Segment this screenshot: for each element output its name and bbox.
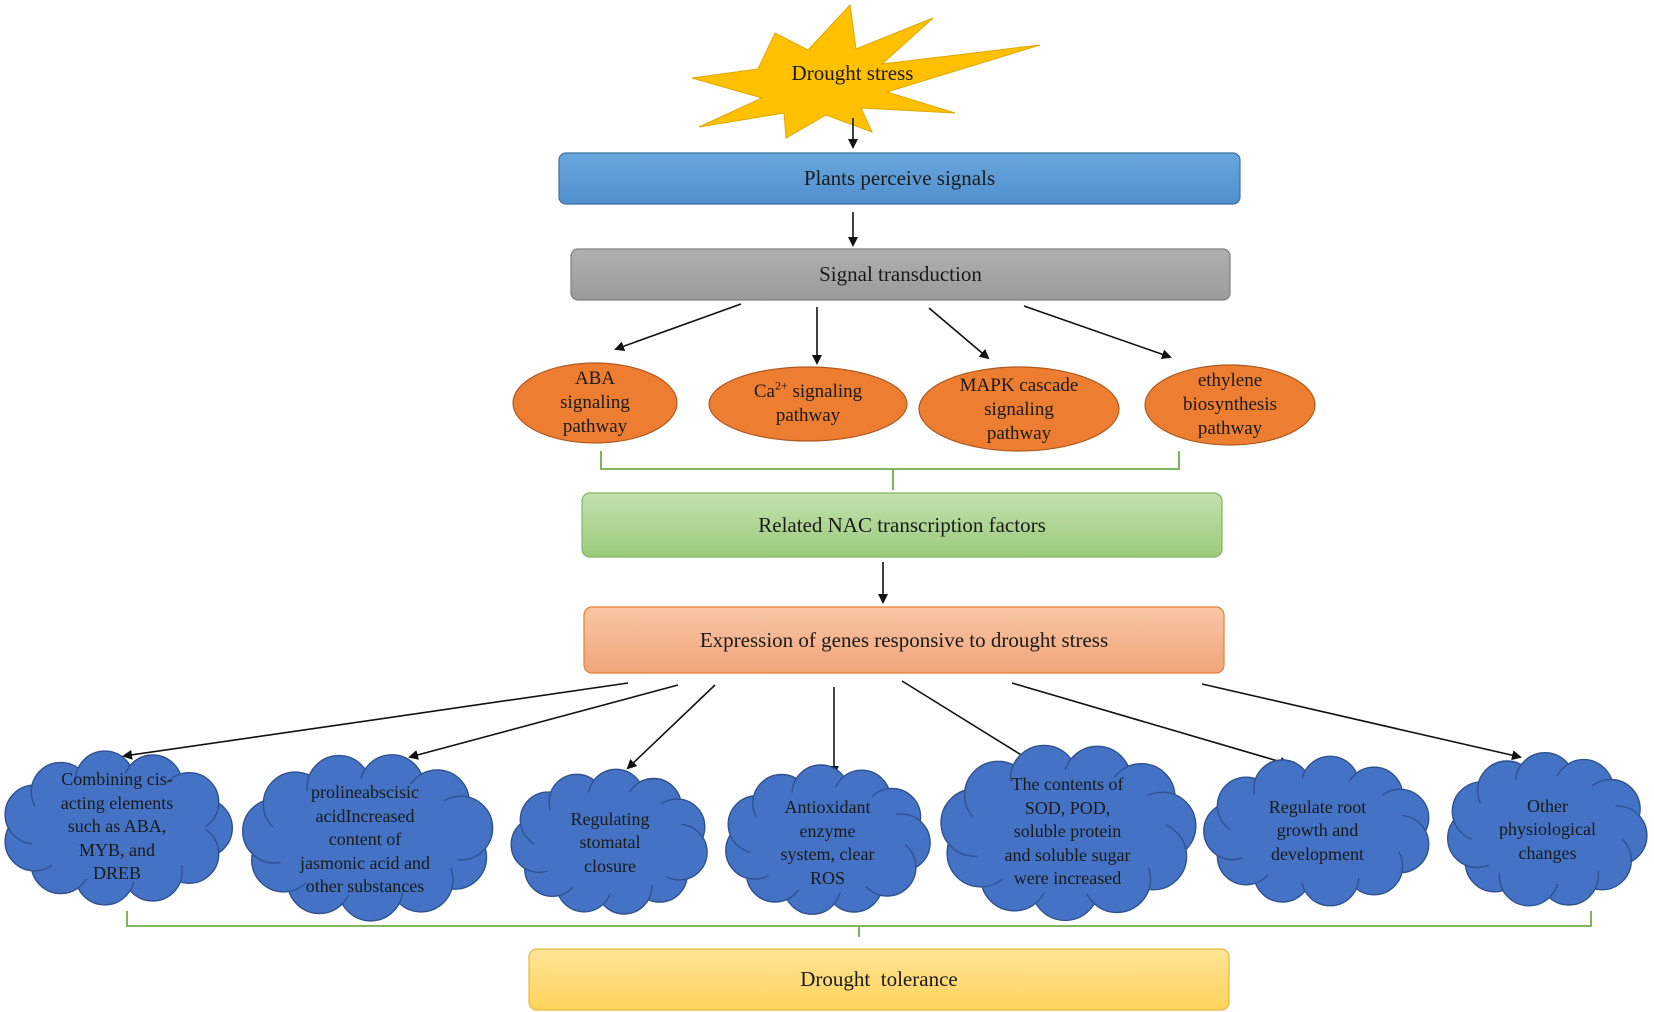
pathway-ethylene-line-3: pathway (1197, 418, 1263, 439)
outcome-6-line-2: growth and (1276, 820, 1359, 841)
outcome-7-label: Other physiological changes (1470, 792, 1625, 868)
outcome-1-label: Combining cis- acting elements such as A… (22, 764, 212, 890)
drought-stress-star (691, 3, 1041, 139)
outcome-4-label: Antioxidant enzyme system, clear ROS (745, 793, 910, 893)
pathway-aba-line-1: ABA (574, 368, 616, 389)
outcome-1-line-1: Combining cis- (61, 769, 173, 790)
arrow-to-outcome-5 (901, 680, 1033, 763)
arrow-to-outcome-3 (626, 684, 716, 770)
arrow-to-mapk (928, 307, 990, 360)
outcome-6-label: Regulate root growth and development (1230, 793, 1405, 869)
arrow-to-outcome-6 (1011, 682, 1290, 767)
outcome-clouds (4, 744, 1648, 922)
pathways-brace (600, 451, 1180, 490)
outcome-1-line-3: such as ABA, (67, 816, 167, 837)
outcome-cloud-3 (510, 768, 708, 915)
transduction-label: Signal transduction (819, 262, 982, 286)
nac-label: Related NAC transcription factors (758, 512, 1046, 537)
outcome-5-line-3: soluble protein (1013, 821, 1122, 842)
outcome-cloud-2 (242, 754, 494, 922)
outcome-4-line-3: system, clear (780, 844, 875, 864)
cloud-core (748, 787, 906, 893)
outcome-2-line-3: content of (328, 829, 402, 850)
outcome-5-line-2: SOD, POD, (1024, 797, 1111, 818)
outcome-7-line-3: changes (1518, 842, 1577, 863)
outcome-3-label: Regulating stomatal closure (530, 805, 690, 881)
outcome-cloud-7 (1446, 751, 1648, 907)
pathway-ethylene-label: ethylene biosynthesis pathway (1155, 367, 1305, 443)
outcome-2-line-2: acidIncreased (315, 805, 415, 826)
pathway-mapk-ellipse (918, 366, 1120, 452)
outcome-3-line-1: Regulating (570, 808, 650, 829)
outcome-cloud-6 (1203, 755, 1430, 907)
drought-stress-label: Drought stress (791, 60, 914, 85)
pathway-ca-line-2: pathway (775, 405, 841, 426)
outcome-4-line-1: Antioxidant (784, 797, 871, 817)
cloud-core (1230, 778, 1406, 884)
outcome-1-line-4: MYB, and (79, 839, 155, 860)
outcome-4-line-4: ROS (809, 867, 845, 888)
pathway-aba-line-3: pathway (562, 416, 628, 437)
pathway-ca-ellipse (708, 366, 908, 442)
pathway-mapk-label: MAPK cascade signaling pathway (929, 372, 1109, 448)
pathway-ca-charge: 2+ (774, 378, 788, 393)
cloud-core (969, 769, 1167, 895)
pathway-ca-signaling: signaling (787, 381, 863, 402)
perceive-box (558, 152, 1241, 205)
pathway-mapk-line-2: signaling (984, 399, 1054, 420)
pathway-aba-ellipse (512, 362, 678, 444)
outcome-7-line-1: Other (1527, 795, 1568, 816)
outcome-5-label: The contents of SOD, POD, soluble protei… (975, 770, 1160, 894)
arrow-to-aba (614, 303, 742, 351)
pathway-ca-ion: Ca (753, 381, 775, 402)
outcome-5-line-5: were increased (1013, 868, 1122, 889)
outcome-cloud-5 (940, 744, 1197, 922)
tolerance-label: Drought tolerance (800, 967, 958, 991)
arrow-to-outcome-2 (408, 684, 679, 760)
outcome-cloud-4 (725, 764, 931, 915)
outcome-cloud-1 (4, 750, 233, 906)
outcomes-brace (126, 911, 1592, 937)
pathway-aba-label: ABA signaling pathway (523, 363, 667, 443)
pathway-ethylene-line-1: ethylene (1197, 370, 1263, 391)
outcome-2-line-5: other substances (305, 876, 425, 897)
outcome-5-line-4: and soluble sugar (1004, 844, 1131, 865)
pathway-ca-label: Ca2+ signaling pathway (718, 374, 898, 434)
arrow-to-outcome-1 (122, 682, 629, 760)
pathway-ethylene-line-2: biosynthesis (1183, 394, 1277, 415)
outcome-2-label: prolineabscisic acidIncreased content of… (265, 777, 465, 903)
cloud-core (1470, 775, 1624, 885)
tolerance-box (528, 948, 1230, 1011)
outcome-7-line-2: physiological (1499, 819, 1596, 840)
expression-box (583, 606, 1225, 674)
outcome-2-line-4: jasmonic acid and (300, 852, 430, 873)
cloud-core (534, 790, 686, 894)
pathway-aba-line-2: signaling (560, 392, 630, 413)
outcome-6-line-3: development (1271, 843, 1364, 864)
outcome-3-line-2: stomatal (579, 832, 641, 853)
outcome-2-line-1: prolineabscisic (311, 782, 419, 803)
nac-box (581, 492, 1223, 558)
outcome-6-line-1: Regulate root (1268, 796, 1367, 817)
outcome-4-line-2: enzyme (799, 820, 856, 841)
outcome-5-line-1: The contents of (1011, 774, 1124, 795)
arrow-to-ethylene (1023, 305, 1172, 360)
cloud-core (28, 773, 206, 883)
pathway-mapk-line-3: pathway (986, 423, 1052, 444)
arrow-to-outcome-7 (1201, 683, 1522, 761)
pathway-mapk-line-1: MAPK cascade (959, 375, 1079, 396)
pathway-ethylene-ellipse (1144, 364, 1316, 446)
outcome-3-line-3: closure (584, 855, 636, 876)
perceive-label: Plants perceive signals (803, 166, 996, 190)
expression-label: Expression of genes responsive to drough… (699, 627, 1109, 652)
transduction-box (570, 248, 1231, 301)
pathway-ca-line-1: Ca2+ signaling (754, 380, 862, 404)
cloud-core (271, 777, 465, 897)
outcome-1-line-5: DREB (92, 863, 141, 884)
outcome-1-line-2: acting elements (60, 792, 174, 813)
